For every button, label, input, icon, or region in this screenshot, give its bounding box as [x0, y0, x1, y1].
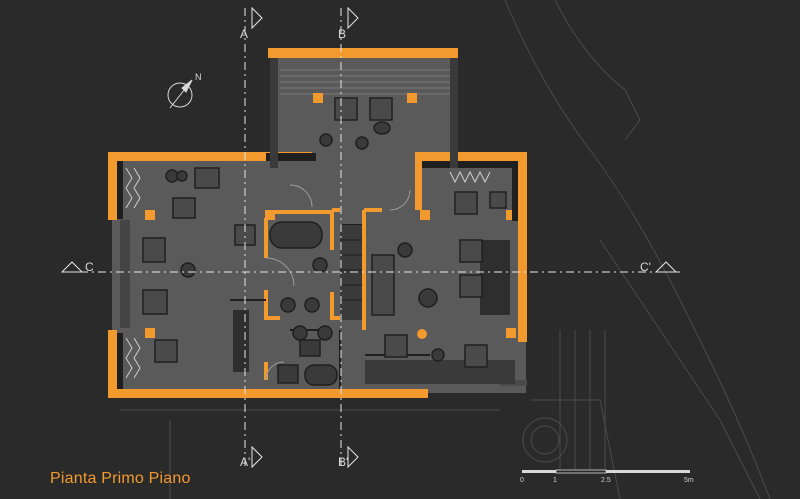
core-stair: [340, 239, 362, 301]
site-context: [120, 0, 771, 499]
section-label-c-right: C': [640, 260, 651, 274]
section-label-c-left: C: [85, 260, 94, 274]
section-label-a-bottom: A': [240, 455, 250, 469]
drawing-title: Pianta Primo Piano: [50, 470, 191, 487]
north-arrow-icon: [167, 79, 193, 109]
north-label: N: [195, 72, 202, 82]
terrace-stair: [280, 69, 450, 95]
section-markers: [60, 6, 678, 469]
wardrobe-hatch: [125, 167, 491, 379]
section-lines: [62, 8, 680, 470]
columns: [145, 93, 516, 339]
section-label-b-top: B: [338, 27, 346, 41]
interior-walls: [264, 208, 382, 380]
furniture: [142, 97, 507, 386]
door-swings: [265, 184, 411, 381]
scale-label-1: 1: [553, 477, 557, 484]
section-label-b-bottom: B': [338, 455, 348, 469]
section-label-a-top: A: [240, 27, 248, 41]
scale-label-2-5: 2.5: [601, 477, 611, 484]
scale-label-0: 0: [520, 477, 524, 484]
scale-label-5m: 5m: [684, 477, 694, 484]
scale-bar: 0 1 2.5 5m: [520, 469, 694, 484]
dark-wall-segments: [117, 58, 518, 389]
